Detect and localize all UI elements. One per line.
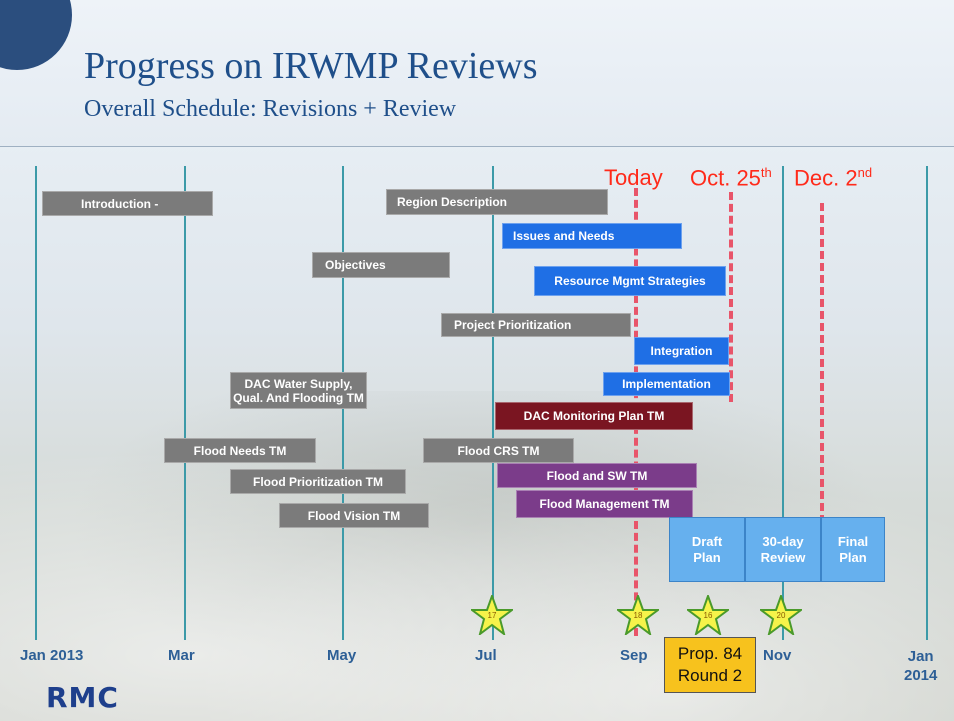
month-label-nov: Nov bbox=[763, 647, 792, 664]
task-resource-mgmt-strategies: Resource Mgmt Strategies bbox=[534, 266, 726, 296]
month-label-jan2014: Jan 2014 bbox=[904, 648, 938, 684]
month-label-jan2013: Jan 2013 bbox=[20, 647, 84, 664]
star-icon: 16 bbox=[687, 595, 729, 635]
dec2-dashed-line bbox=[820, 203, 824, 523]
task-flood-crs: Flood CRS TM bbox=[423, 438, 574, 463]
gridline-jan2014 bbox=[926, 166, 928, 640]
phase-draft-plan: Draft Plan bbox=[669, 517, 745, 582]
month-label-mar: Mar bbox=[168, 647, 195, 664]
task-region-description: Region Description bbox=[386, 189, 608, 215]
month-label-may: May bbox=[327, 647, 357, 664]
task-flood-prioritization: Flood Prioritization TM bbox=[230, 469, 406, 494]
oct25-label: Oct. 25th bbox=[690, 165, 772, 191]
gridline-nov bbox=[782, 166, 784, 640]
phase-30-day-review: 30-day Review bbox=[745, 517, 821, 582]
task-flood-vision: Flood Vision TM bbox=[279, 503, 429, 528]
phase-final-plan: Final Plan bbox=[821, 517, 885, 582]
gridline-jan2013 bbox=[35, 166, 37, 640]
today-label: Today bbox=[604, 165, 663, 190]
gridline-mar bbox=[184, 166, 186, 640]
task-introduction: Introduction - bbox=[42, 191, 213, 216]
month-label-jul: Jul bbox=[475, 647, 497, 664]
task-flood-and-sw: Flood and SW TM bbox=[497, 463, 697, 488]
task-dac-monitoring-plan: DAC Monitoring Plan TM bbox=[495, 402, 693, 430]
star-icon: 17 bbox=[471, 595, 513, 635]
task-objectives: Objectives bbox=[312, 252, 450, 278]
page-title: Progress on IRWMP Reviews bbox=[84, 45, 538, 87]
title-header: Progress on IRWMP Reviews Overall Schedu… bbox=[0, 0, 954, 147]
task-flood-management: Flood Management TM bbox=[516, 490, 693, 518]
task-issues-and-needs: Issues and Needs bbox=[502, 223, 682, 249]
star-icon: 18 bbox=[617, 595, 659, 635]
task-dac-water-supply: DAC Water Supply, Qual. And Flooding TM bbox=[230, 372, 367, 409]
rmc-logo: RMC bbox=[46, 681, 119, 714]
oct25-dashed-line bbox=[729, 192, 733, 402]
task-implementation: Implementation bbox=[603, 372, 730, 396]
task-integration: Integration bbox=[634, 337, 729, 365]
prop84-round2-callout: Prop. 84 Round 2 bbox=[664, 637, 756, 693]
page-subtitle: Overall Schedule: Revisions + Review bbox=[84, 96, 457, 122]
gridline-jul bbox=[492, 166, 494, 640]
task-project-prioritization: Project Prioritization bbox=[441, 313, 631, 337]
task-flood-needs: Flood Needs TM bbox=[164, 438, 316, 463]
month-label-sep: Sep bbox=[620, 647, 648, 664]
star-icon: 20 bbox=[760, 595, 802, 635]
corner-decoration bbox=[0, 0, 72, 70]
dec2-label: Dec. 2nd bbox=[794, 165, 873, 191]
